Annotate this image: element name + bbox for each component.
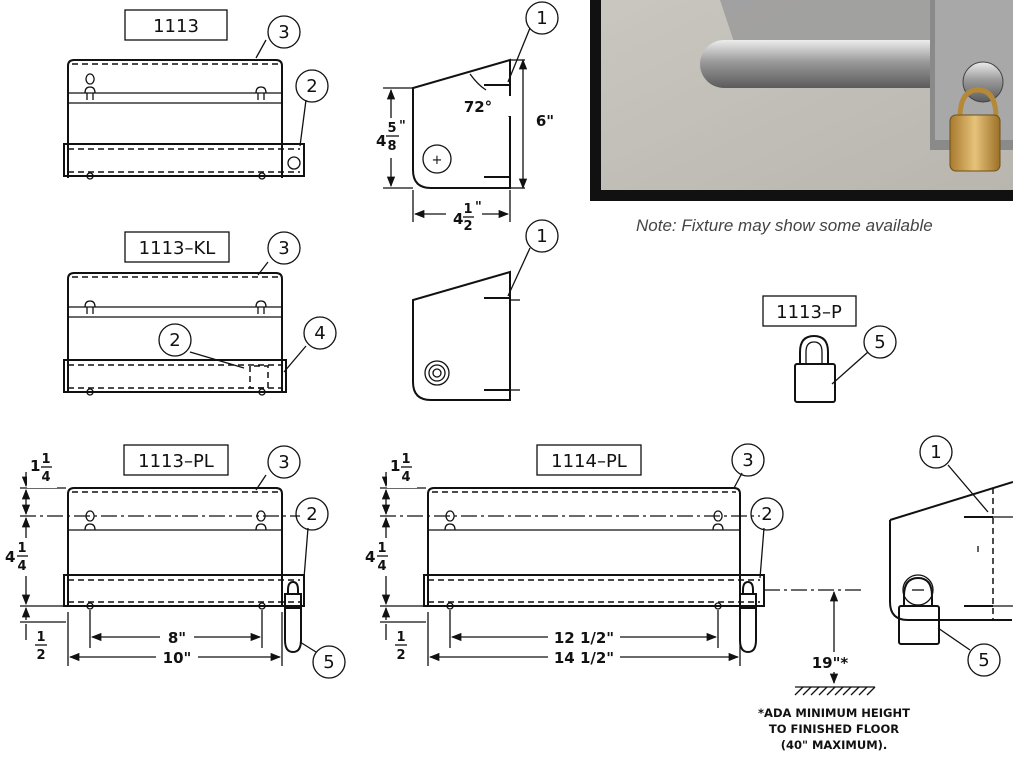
height-6-dimension: 6" — [536, 112, 554, 130]
callout-3-kl: 3 — [278, 238, 289, 259]
top-offset-denominator-1114: 4 — [401, 470, 410, 485]
callout-4: 4 — [314, 323, 325, 344]
height-denominator: 8 — [387, 139, 396, 154]
floor-height-dimension: 19"* — [812, 654, 849, 672]
callout-2: 2 — [306, 76, 317, 97]
callout-2-1114: 2 — [761, 504, 772, 525]
height-numerator: 5 — [387, 121, 396, 136]
width-inch-mark: " — [475, 200, 482, 215]
callout-5-side: 5 — [978, 650, 989, 671]
bottom-offset-denominator-1114: 2 — [396, 648, 405, 663]
bottom-offset-numerator: 1 — [36, 630, 45, 645]
mid-height-whole-1114: 4 — [365, 548, 375, 566]
length-8-dimension: 8" — [168, 629, 186, 647]
ada-note-line1: *ADA MINIMUM HEIGHT — [758, 706, 910, 720]
top-offset-numerator: 1 — [41, 452, 50, 467]
callout-2-pl: 2 — [306, 504, 317, 525]
bottom-offset-numerator-1114: 1 — [396, 630, 405, 645]
height-whole: 4 — [376, 132, 386, 150]
height-inch-mark: " — [399, 119, 406, 134]
callout-1: 1 — [536, 8, 547, 29]
padlock-1113-p: 1113–P — [762, 295, 857, 403]
model-label-1113-kl: 1113–KL — [139, 238, 216, 259]
width-whole: 4 — [453, 210, 463, 228]
mid-height-numerator-1114: 1 — [377, 541, 386, 556]
callout-5-pl: 5 — [323, 652, 334, 673]
view-1113-side: + — [383, 58, 528, 222]
ada-note-line2: TO FINISHED FLOOR — [769, 722, 899, 736]
view-1113-kl-front: 1113–KL — [63, 231, 287, 396]
view-1114-pl-front: 1114–PL — [380, 444, 876, 696]
view-1113-pl-front: 1113–PL — [20, 444, 305, 666]
fixture-note: Note: Fixture may show some available — [636, 216, 933, 235]
width-numerator: 1 — [463, 202, 472, 217]
width-denominator: 2 — [463, 219, 472, 234]
callout-1-kl: 1 — [536, 226, 547, 247]
callout-3-1114: 3 — [742, 450, 753, 471]
model-label-1113-pl: 1113–PL — [138, 451, 214, 472]
mid-height-denominator-1114: 4 — [377, 559, 386, 574]
callout-2-kl: 2 — [169, 330, 180, 351]
model-label-1114-pl: 1114–PL — [551, 451, 627, 472]
model-label-1113-p: 1113–P — [776, 302, 842, 323]
fixture-photo — [590, 0, 1013, 201]
mid-height-whole: 4 — [5, 548, 15, 566]
view-1113-front: 1113 — [63, 9, 305, 180]
angle-dimension: 72° — [464, 98, 492, 116]
top-offset-whole-1114: 1 — [390, 457, 400, 475]
length-10-dimension: 10" — [163, 649, 192, 667]
callout-3-pl: 3 — [278, 452, 289, 473]
callout-3: 3 — [278, 22, 289, 43]
view-1113-kl-side — [412, 270, 520, 401]
view-pl-side — [889, 481, 1013, 645]
callout-1-side: 1 — [930, 442, 941, 463]
mid-height-denominator: 4 — [17, 559, 26, 574]
top-offset-whole: 1 — [30, 457, 40, 475]
top-offset-denominator: 4 — [41, 470, 50, 485]
ada-note-line3: (40" MAXIMUM). — [781, 738, 888, 752]
model-label-1113: 1113 — [153, 16, 199, 37]
mid-height-numerator: 1 — [17, 541, 26, 556]
top-offset-numerator-1114: 1 — [401, 452, 410, 467]
length-14-5-dimension: 14 1/2" — [554, 649, 614, 667]
callout-5-p: 5 — [874, 332, 885, 353]
length-12-5-dimension: 12 1/2" — [554, 629, 614, 647]
svg-text:+: + — [432, 153, 443, 168]
bottom-offset-denominator: 2 — [36, 648, 45, 663]
